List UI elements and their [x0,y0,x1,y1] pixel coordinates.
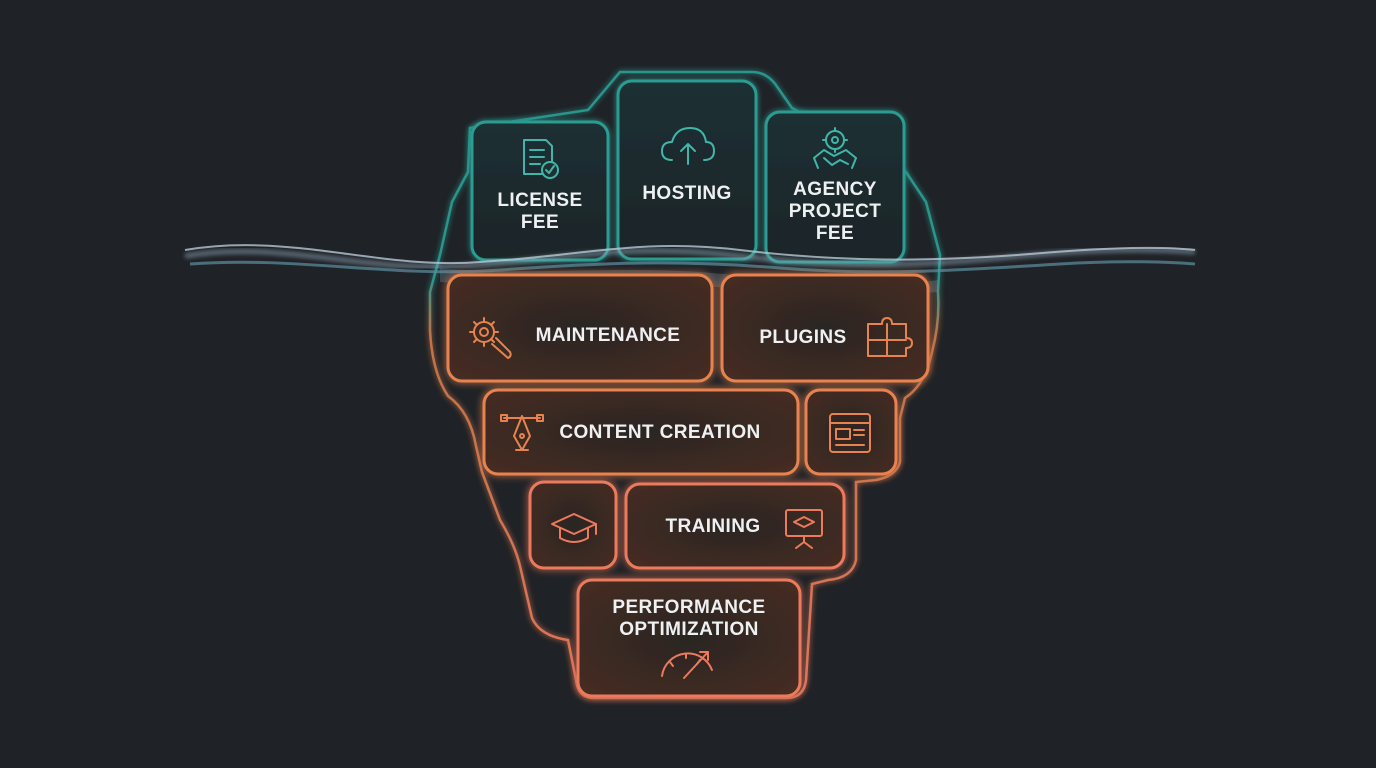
presentation-board-icon [785,509,823,549]
wrench-gear-icon [469,317,512,359]
tile-training [624,482,846,570]
handshake-gear-icon [813,127,857,169]
iceberg-outline [428,70,942,700]
tile-graduation [528,480,618,570]
browser-window-icon [829,413,871,453]
puzzle-icon [867,317,913,357]
graduation-cap-icon [551,513,597,543]
license-document-icon [523,139,559,179]
cloud-upload-icon [661,127,715,165]
tile-agency-project-fee [764,110,906,264]
tile-maintenance [446,273,714,383]
tile-hosting [616,79,758,261]
tile-plugins [720,273,930,383]
tile-performance-optimization [576,578,802,698]
speedometer-icon [661,651,713,679]
tile-license-fee [470,120,610,262]
tile-content-creation [482,388,800,476]
pen-tool-icon [500,414,544,451]
